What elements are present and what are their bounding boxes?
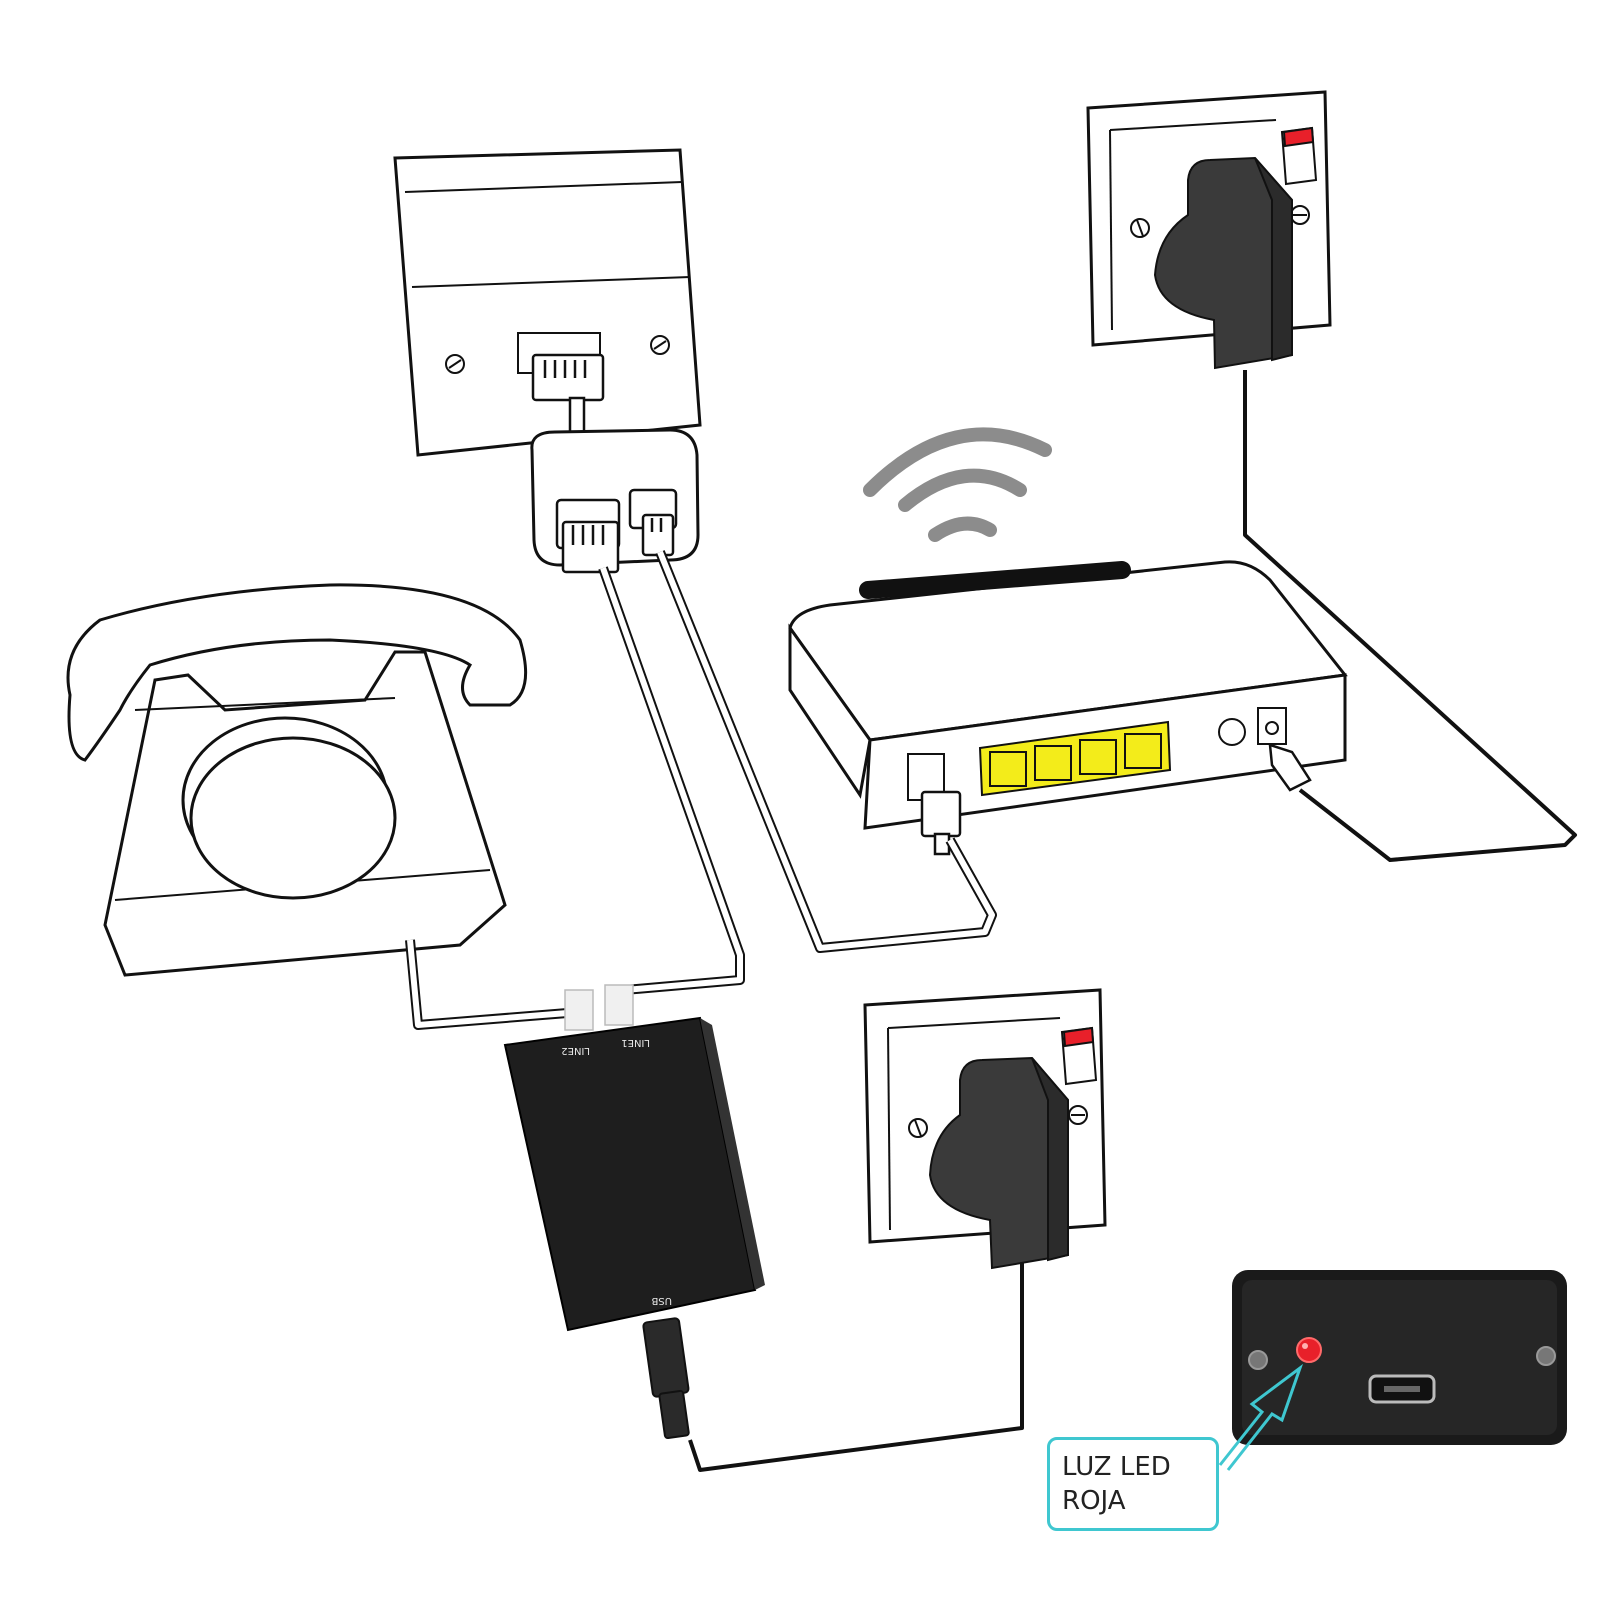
router-ports: [907, 707, 1287, 801]
rj-plug-wall: [531, 353, 605, 434]
router-icon: [788, 560, 1348, 830]
telephone-icon: [66, 583, 528, 977]
cables: [405, 370, 1577, 1472]
callout-line-1: LUZ LED: [1062, 1452, 1171, 1482]
splitter-plugs: [561, 513, 675, 574]
arrow-icon: [1218, 1363, 1304, 1471]
port-label-line2: LINE2: [561, 1045, 590, 1056]
port-label-line1: LINE1: [621, 1037, 650, 1048]
callout-line-2: ROJA: [1062, 1486, 1126, 1516]
led-closeup-panel: [1232, 1270, 1567, 1445]
led-callout-label: LUZ LED ROJA: [1047, 1437, 1219, 1531]
power-switch-bottom: [1060, 1026, 1098, 1086]
usb-line-adapter-icon: LINE2 LINE1 USB: [503, 984, 765, 1332]
port-label-usb: USB: [651, 1295, 672, 1306]
usb-plug: [642, 1317, 690, 1440]
power-switch-top: [1280, 126, 1318, 186]
led-icon: [1296, 1337, 1322, 1363]
power-adapter-icon: [928, 1056, 1069, 1270]
router-phone-plug: [920, 790, 962, 856]
router-power-plug: [1268, 743, 1312, 792]
telephone-wall-socket: [393, 148, 702, 457]
wifi-icon: [863, 427, 1052, 542]
power-adapter-icon: [1153, 156, 1293, 370]
